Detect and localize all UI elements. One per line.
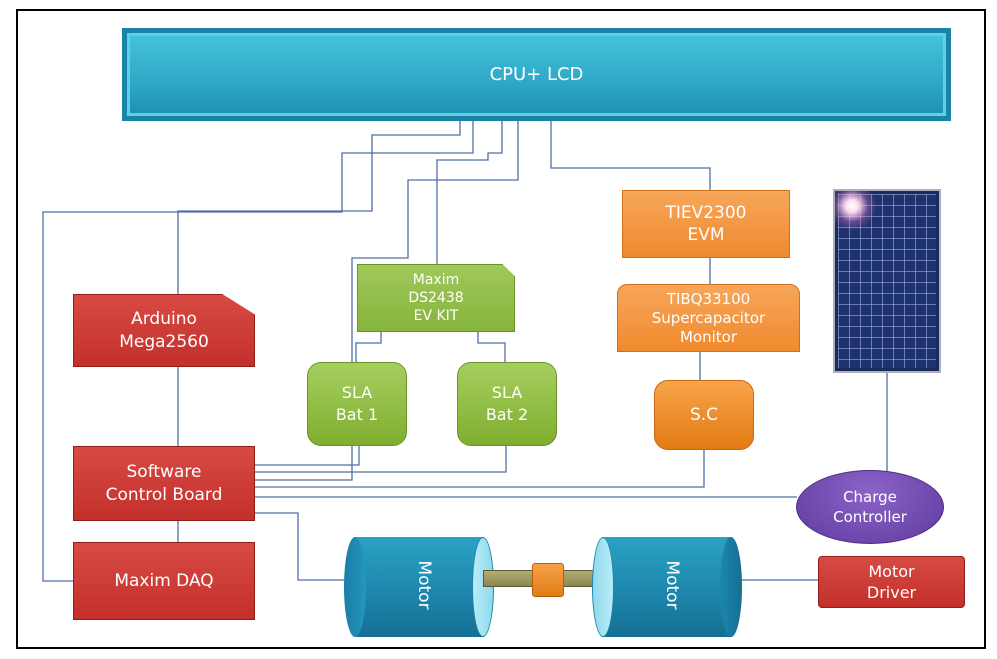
sla-battery-1-label: SLA Bat 1 xyxy=(335,383,379,424)
maxim-daq-label: Maxim DAQ xyxy=(114,570,214,591)
motor-left-shaft-face xyxy=(472,537,494,637)
motor-right-shaft-face xyxy=(592,537,614,637)
wire-cpu-tiev xyxy=(550,121,711,190)
shaft-coupler xyxy=(532,563,564,597)
solar-cell-grid xyxy=(838,194,936,368)
wire-software-motor xyxy=(255,512,345,581)
arduino-label: Arduino Mega2560 xyxy=(119,308,209,352)
supercapacitor-box: S.C xyxy=(654,380,754,450)
software-control-board-label: Software Control Board xyxy=(105,461,223,505)
wire-cpu-arduino xyxy=(177,121,461,294)
motor-driver-label: Motor Driver xyxy=(866,562,917,602)
maxim-ds2438-kit-label: Maxim DS2438 EV KIT xyxy=(408,272,464,324)
maxim-daq-box: Maxim DAQ xyxy=(73,542,255,620)
motor-left-end-cap xyxy=(344,537,366,637)
motor-left-body xyxy=(354,537,484,637)
wire-bat1-software xyxy=(255,446,360,466)
software-control-board-box: Software Control Board xyxy=(73,446,255,521)
tibq33100-monitor-label: TIBQ33100 Supercapacitor Monitor xyxy=(651,289,766,346)
solar-panel xyxy=(833,189,941,373)
wire-maxim-bat1 xyxy=(355,332,382,362)
sla-battery-1-box: SLA Bat 1 xyxy=(307,362,407,446)
wire-bat2-software xyxy=(255,446,507,473)
cpu-lcd-label: CPU+ LCD xyxy=(489,64,584,85)
motor-left: Motor xyxy=(344,537,494,637)
cpu-lcd-box: CPU+ LCD xyxy=(122,28,951,121)
tiev2300-evm-box: TIEV2300 EVM xyxy=(622,190,790,258)
maxim-ds2438-kit-box: Maxim DS2438 EV KIT xyxy=(357,264,515,332)
charge-controller-label: Charge Controller xyxy=(833,488,907,526)
motor-driver-box: Motor Driver xyxy=(818,556,965,608)
motor-left-label: Motor xyxy=(414,560,434,610)
wire-sc-software xyxy=(255,450,705,488)
wire-cpu-maxim xyxy=(436,121,503,264)
sla-battery-2-box: SLA Bat 2 xyxy=(457,362,557,446)
motor-right-label: Motor xyxy=(662,560,682,610)
motor-right-end-cap xyxy=(720,537,742,637)
wire-maxim-bat2 xyxy=(477,332,506,362)
motor-right: Motor xyxy=(592,537,742,637)
wire-cpu-daq xyxy=(42,121,474,582)
wire-cpu-software xyxy=(255,121,519,481)
tiev2300-evm-label: TIEV2300 EVM xyxy=(665,203,747,245)
charge-controller-ellipse: Charge Controller xyxy=(796,470,944,544)
arduino-box: Arduino Mega2560 xyxy=(73,294,255,367)
supercapacitor-label: S.C xyxy=(689,405,719,425)
diagram-frame xyxy=(16,9,986,649)
tibq33100-monitor-box: TIBQ33100 Supercapacitor Monitor xyxy=(617,284,800,352)
motor-right-body xyxy=(602,537,732,637)
sla-battery-2-label: SLA Bat 2 xyxy=(485,383,529,424)
